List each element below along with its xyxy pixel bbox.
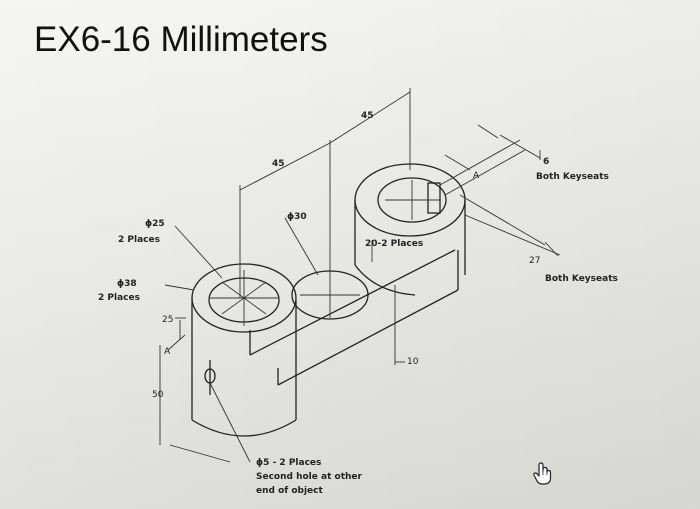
dim-50: 50 — [152, 390, 164, 400]
note-line-3: end of object — [256, 486, 323, 496]
phi25-label: ϕ25 — [145, 219, 165, 229]
page-title: EX6-16 Millimeters — [34, 20, 328, 59]
keyseat-slot — [427, 182, 441, 214]
section-a-top: A — [473, 171, 480, 181]
both-keyseats-label-1: Both Keyseats — [536, 172, 609, 182]
note-line-1: ϕ5 - 2 Places — [256, 458, 322, 468]
twenty-two-places-label: 20-2 Places — [365, 239, 424, 249]
dim-10: 10 — [407, 357, 419, 367]
right-boss-top-inner — [377, 177, 447, 223]
section-a-left: A — [164, 347, 171, 357]
hand-pointer-icon — [533, 462, 552, 485]
dim-27: 27 — [529, 256, 541, 266]
phi38-label: ϕ38 — [117, 279, 137, 289]
phi30-label: ϕ30 — [287, 212, 307, 222]
dim-6: 6 — [543, 157, 550, 167]
dim-25: 25 — [162, 315, 174, 325]
two-places-label-1: 2 Places — [118, 235, 160, 245]
note-line-2: Second hole at other — [256, 472, 362, 482]
two-places-label-2: 2 Places — [98, 293, 140, 303]
both-keyseats-label-2: Both Keyseats — [545, 274, 618, 284]
dim-45-top: 45 — [361, 111, 374, 121]
dim-45-left: 45 — [272, 159, 285, 169]
